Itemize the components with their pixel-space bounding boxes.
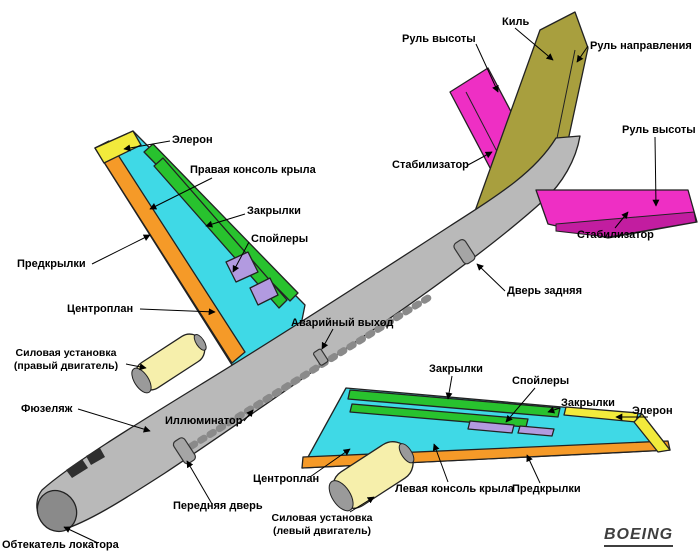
label-spoilers-right: Спойлеры: [251, 233, 309, 245]
leader-spoilers-left: [505, 387, 536, 423]
leader-flaps-left-outer: [547, 406, 561, 414]
label-radome: Обтекатель локатора: [2, 539, 119, 551]
label-center-left: Центроплан: [253, 473, 320, 485]
leader-flaps-left-inner: [445, 375, 453, 400]
left-engine: [328, 441, 415, 512]
right-wing-spoiler-1: [225, 251, 259, 283]
leader-stabilizer-right: [614, 211, 629, 229]
leader-elevator-right: [652, 136, 660, 207]
emergency-exit-hatch: [312, 348, 329, 366]
left-wing-spoiler-1: [467, 420, 515, 434]
label-flaps-left-inner: Закрылки: [429, 363, 483, 375]
leader-stabilizer-left: [467, 151, 493, 166]
left-wing-spoiler-2: [517, 425, 555, 437]
label-fin: Киль: [502, 16, 530, 28]
leader-spoilers-right: [232, 241, 250, 273]
leader-rear-door: [476, 263, 506, 292]
label-slats-right: Предкрылки: [17, 258, 86, 270]
label-center-right: Центроплан: [67, 303, 134, 315]
label-rudder: Руль направления: [590, 40, 692, 52]
cockpit-window-1: [66, 459, 88, 478]
right-wing-tip-aileron: [94, 130, 142, 164]
leader-flaps-right: [205, 213, 246, 228]
leader-exit: [321, 328, 334, 350]
label-left-wing: Левая консоль крыла: [395, 483, 514, 495]
label-emergency-exit: Аварийный выход: [291, 317, 394, 329]
leader-radome: [63, 526, 99, 544]
label-flaps-left-outer: Закрылки: [561, 397, 615, 409]
leader-elevator-top: [475, 43, 499, 93]
leader-right-wing: [149, 177, 213, 210]
label-spoilers-left: Спойлеры: [512, 375, 570, 387]
label-window: Иллюминатор: [165, 415, 243, 427]
label-elevator-right: Руль высоты: [622, 124, 696, 136]
label-rear-door: Дверь задняя: [507, 285, 583, 297]
leader-fuselage: [77, 408, 151, 433]
leader-front-door: [186, 460, 213, 505]
right-wing-group: [94, 130, 306, 366]
right-wing-spoiler-2: [249, 277, 279, 306]
left-wing-flap-outer: [347, 389, 561, 418]
label-engine-left-line2: (левый двигатель): [272, 524, 372, 537]
label-front-door: Передняя дверь: [173, 500, 263, 512]
rear-door: [453, 239, 476, 265]
leader-left-wing: [432, 443, 449, 483]
fuselage-shape: [36, 135, 581, 531]
label-stabilizer-right: Стабилизатор: [577, 229, 654, 241]
leader-engine-right: [125, 363, 147, 371]
leader-lines: [63, 27, 660, 544]
right-engine: [131, 333, 207, 394]
cockpit-window-2: [86, 448, 105, 465]
leader-engine-left: [349, 496, 375, 513]
leader-center-right: [139, 308, 216, 316]
leader-fin: [514, 27, 554, 61]
label-engine-left: Силовая установка (левый двигатель): [248, 512, 396, 537]
label-engine-left-line1: Силовая установка: [271, 512, 373, 524]
leader-rudder: [576, 45, 589, 63]
label-flaps-right: Закрылки: [247, 205, 301, 217]
label-slats-left: Предкрылки: [512, 483, 581, 495]
leader-slats-left: [526, 454, 541, 484]
stabilizer-near-elevator: [555, 211, 697, 238]
label-fuselage: Фюзеляж: [21, 403, 73, 415]
boeing-logo: BOEING: [604, 526, 674, 547]
left-wing-tip: [633, 413, 671, 453]
rudder-hinge-line: [554, 49, 576, 149]
cabin-windows: [178, 294, 432, 456]
label-aileron-right: Элерон: [172, 134, 213, 146]
label-aileron-left: Элерон: [632, 405, 673, 417]
label-engine-right-line2: (правый двигатель): [13, 359, 119, 372]
label-elevator-top: Руль высоты: [402, 33, 476, 45]
label-engine-right: Силовая установка (правый двигатель): [8, 347, 124, 372]
leader-aileron-right: [123, 140, 171, 152]
label-engine-right-line1: Силовая установка: [15, 347, 117, 359]
leader-window: [243, 409, 254, 422]
label-right-wing: Правая консоль крыла: [190, 164, 316, 176]
leader-slats-right: [91, 234, 151, 265]
label-stabilizer-left: Стабилизатор: [392, 159, 469, 171]
leader-center-left: [309, 448, 351, 478]
